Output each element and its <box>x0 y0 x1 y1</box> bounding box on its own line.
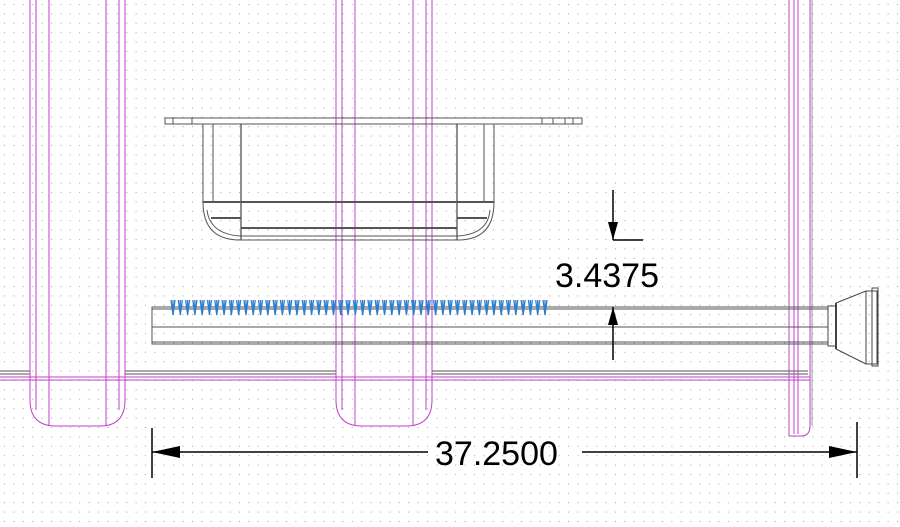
spring-coil <box>301 299 307 316</box>
spring-coil <box>513 299 519 316</box>
spring-coil <box>338 299 344 316</box>
spring-coil <box>170 299 176 316</box>
spring-coil <box>498 299 504 316</box>
spring-coil <box>381 299 388 316</box>
spring-coil <box>484 299 490 316</box>
spring-coils <box>170 299 548 316</box>
spring-coil <box>527 299 534 316</box>
spring-coil <box>221 299 227 316</box>
vertical-dimension: 3.4375 <box>555 190 659 360</box>
horizontal-rail <box>0 370 810 381</box>
spring-coil <box>418 299 424 316</box>
spring-coil <box>425 299 431 316</box>
spring-coil <box>469 299 475 316</box>
spring-coil <box>323 299 329 316</box>
spring-coil <box>257 299 264 316</box>
spring-coil <box>199 299 205 316</box>
nozzle <box>827 287 879 367</box>
spring-coil <box>206 299 213 316</box>
spring-coil <box>250 299 256 316</box>
spring-coil <box>374 299 380 316</box>
spring-coil <box>287 299 293 316</box>
spring-coil <box>367 299 373 316</box>
spring-coil <box>491 299 497 316</box>
spring-coil <box>330 299 337 316</box>
spring-coil <box>352 299 358 316</box>
spring-coil <box>476 299 482 316</box>
spring-coil <box>432 299 439 316</box>
spring-coil <box>542 299 548 316</box>
spring-coil <box>265 299 271 316</box>
spring-coil <box>462 299 468 316</box>
spring-coil <box>294 299 300 316</box>
spring-coil <box>345 299 351 316</box>
dimension-label-vertical[interactable]: 3.4375 <box>555 257 659 295</box>
spring-coil <box>440 299 446 316</box>
spring-coil <box>360 299 366 316</box>
spring-coil <box>308 299 315 316</box>
spring-coil <box>177 299 183 316</box>
spring-coil <box>192 299 198 316</box>
spring-coil <box>389 299 395 316</box>
spring-coil <box>411 299 417 316</box>
spring-coil <box>184 299 191 316</box>
spring-coil <box>279 299 286 316</box>
spring-coil <box>214 299 220 316</box>
spring-coil <box>535 299 541 316</box>
tray <box>164 117 583 241</box>
dimension-label-horizontal[interactable]: 37.2500 <box>435 435 558 473</box>
left-column <box>29 0 126 427</box>
spring-coil <box>228 299 234 316</box>
spring-coil <box>316 299 322 316</box>
spring-coil <box>520 299 526 316</box>
spring-coil <box>505 299 512 316</box>
spring-coil <box>454 299 461 316</box>
spring-coil <box>447 299 453 316</box>
spring-coil <box>243 299 249 316</box>
spring-coil <box>272 299 278 316</box>
spring-coil <box>403 299 410 316</box>
right-column <box>788 0 813 437</box>
horizontal-dimension: 37.2500 <box>151 422 858 478</box>
spring-coil <box>396 299 402 316</box>
spring-coil <box>236 299 242 316</box>
middle-column <box>335 0 433 427</box>
